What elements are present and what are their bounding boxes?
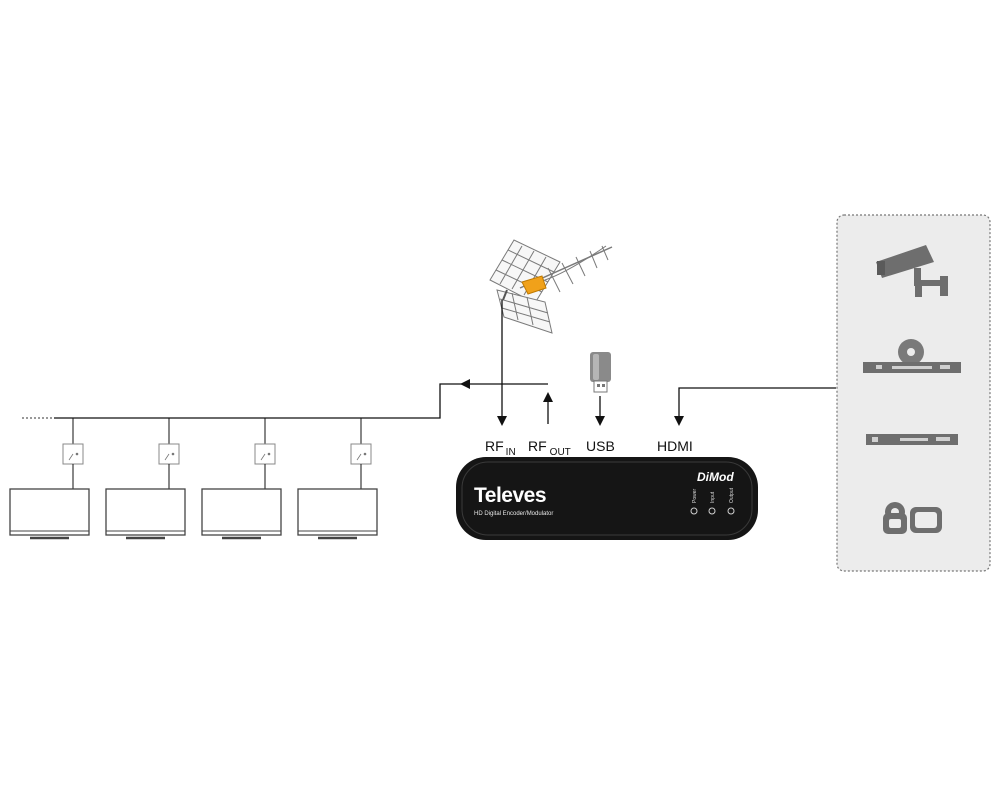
power-led-icon bbox=[690, 507, 698, 515]
brand-logo: Televes bbox=[474, 484, 546, 507]
set-top-box-icon bbox=[866, 434, 958, 445]
dimod-device: Televes HD Digital Encoder/Modulator DiM… bbox=[456, 457, 758, 540]
led-label-output: Output bbox=[729, 487, 735, 503]
hdmi-cable bbox=[674, 387, 836, 426]
wall-outlet-3 bbox=[254, 418, 276, 489]
hdmi-label: HDMI bbox=[657, 438, 693, 454]
dvd-player-icon bbox=[863, 339, 961, 373]
wall-outlet-2 bbox=[158, 418, 180, 489]
output-led-icon bbox=[727, 507, 735, 515]
usb-label: USB bbox=[586, 438, 615, 454]
wall-outlet-1 bbox=[62, 418, 84, 489]
antenna-icon bbox=[489, 239, 613, 334]
trunk-cable bbox=[54, 383, 462, 419]
wall-outlet-4 bbox=[350, 418, 372, 489]
tv-icon bbox=[9, 488, 90, 540]
input-led-icon bbox=[708, 507, 716, 515]
camcorder-icon bbox=[883, 502, 942, 534]
tv-icon bbox=[297, 488, 378, 540]
tv-icon bbox=[201, 488, 282, 540]
model-logo: DiMod bbox=[697, 470, 734, 484]
tv-icon bbox=[105, 488, 186, 540]
led-label-input: Input bbox=[710, 491, 716, 503]
device-subtitle: HD Digital Encoder/Modulator bbox=[474, 511, 553, 517]
distribution-network bbox=[9, 379, 500, 540]
camera-icon bbox=[876, 245, 948, 297]
usb-stick-icon bbox=[590, 352, 611, 393]
led-label-power: Power bbox=[692, 488, 698, 503]
sources-panel bbox=[836, 214, 991, 572]
